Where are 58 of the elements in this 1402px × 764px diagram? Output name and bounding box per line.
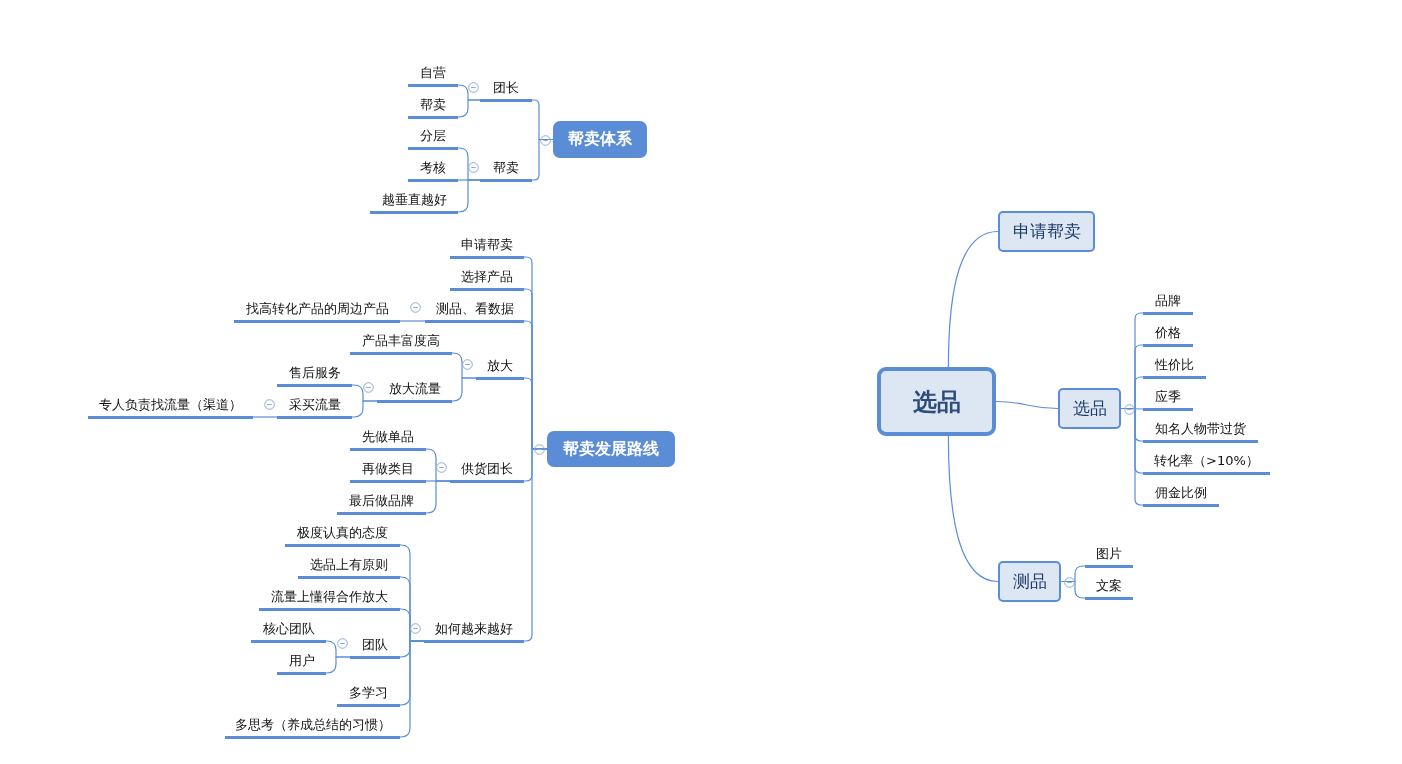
subtopic: 考核 <box>408 159 458 182</box>
subtopic: 用户 <box>277 652 326 675</box>
subtopic: 文案 <box>1085 577 1133 600</box>
subtopic: 多学习 <box>337 684 400 707</box>
subtopic: 放大流量 <box>377 380 452 403</box>
subtopic: 团长 <box>480 79 532 102</box>
connector-line <box>451 377 477 402</box>
subtopic: 图片 <box>1085 545 1133 568</box>
main-topic-box: 帮卖体系 <box>553 121 647 158</box>
connector-line <box>1120 407 1144 506</box>
subtopic: 帮卖 <box>480 159 532 182</box>
subtopic: 极度认真的态度 <box>285 524 400 547</box>
subtopic: 找高转化产品的周边产品 <box>234 300 400 323</box>
subtopic: 选择产品 <box>450 268 524 291</box>
subtopic: 产品丰富度高 <box>350 332 452 355</box>
subtopic: 放大 <box>476 357 524 380</box>
subtopic: 佣金比例 <box>1143 484 1219 507</box>
subtopic: 专人负责找流量（渠道） <box>88 396 253 419</box>
subtopic: 选品上有原则 <box>298 556 400 579</box>
connector-line <box>351 400 378 418</box>
subtopic: 团队 <box>350 636 400 659</box>
subtopic: 流量上懂得合作放大 <box>259 588 400 611</box>
connector-line <box>947 230 999 368</box>
subtopic: 如何越来越好 <box>424 620 524 643</box>
subtopic: 测品、看数据 <box>425 300 524 323</box>
subtopic: 先做单品 <box>350 428 426 451</box>
subtopic: 越垂直越好 <box>370 191 458 214</box>
subtopic: 售后服务 <box>277 364 352 387</box>
subtopic: 价格 <box>1143 324 1193 347</box>
topic-box: 申请帮卖 <box>998 211 1095 252</box>
topic-box: 测品 <box>998 561 1061 602</box>
topic-box: 选品 <box>1058 388 1121 429</box>
connector-line <box>947 435 999 583</box>
subtopic: 多思考（养成总结的习惯） <box>225 716 400 739</box>
subtopic: 知名人物带过货 <box>1143 420 1258 443</box>
connector-line <box>995 400 1059 410</box>
subtopic: 最后做品牌 <box>337 492 426 515</box>
subtopic: 帮卖 <box>408 96 458 119</box>
connector-line <box>457 99 481 118</box>
subtopic: 核心团队 <box>251 620 326 643</box>
subtopic: 申请帮卖 <box>450 236 524 259</box>
subtopic: 性价比 <box>1143 356 1206 379</box>
connector-line <box>325 656 351 674</box>
subtopic: 供货团长 <box>450 460 524 483</box>
subtopic: 分层 <box>408 127 458 150</box>
connector-line <box>399 320 426 322</box>
main-topic-box: 帮卖发展路线 <box>547 431 675 467</box>
connector-line <box>531 138 554 181</box>
subtopic: 自营 <box>408 64 458 87</box>
subtopic: 品牌 <box>1143 292 1193 315</box>
subtopic: 采买流量 <box>277 396 352 419</box>
subtopic: 转化率（>10%） <box>1143 452 1270 475</box>
connector-line <box>252 416 278 418</box>
subtopic: 应季 <box>1143 388 1193 411</box>
connector-line <box>523 448 548 642</box>
central-topic-box: 选品 <box>877 367 996 436</box>
subtopic: 再做类目 <box>350 460 426 483</box>
connector-line <box>1060 580 1086 599</box>
